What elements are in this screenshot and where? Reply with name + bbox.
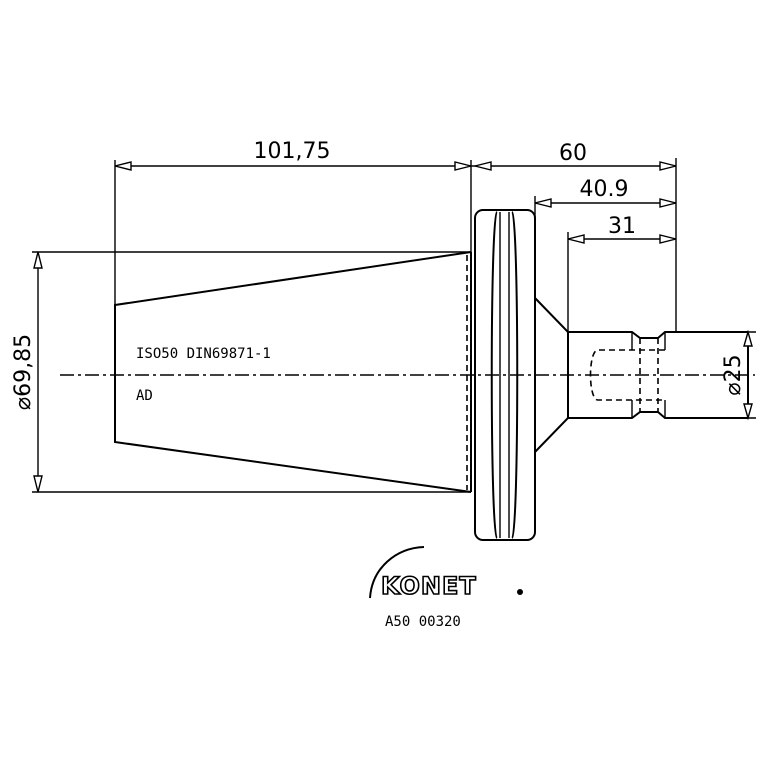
- dimension-lines: [33, 161, 753, 493]
- dim-shank-diameter: ⌀25: [721, 354, 746, 395]
- brand-logo: KONET: [369, 546, 523, 601]
- dim-overall-length: 60: [559, 141, 587, 166]
- part-number: A50 00320: [385, 614, 461, 630]
- logo-swoosh: [369, 546, 425, 599]
- variant-note: AD: [136, 388, 153, 404]
- brand-name: KONET: [381, 572, 477, 600]
- dim-flange-to-end: 40.9: [580, 177, 629, 202]
- logo-dot: [517, 589, 523, 595]
- flange: [474, 209, 536, 541]
- extension-lines: [32, 158, 756, 493]
- internal-bore: [589, 349, 665, 401]
- neck-cone: [534, 297, 569, 453]
- taper-cone: [114, 251, 472, 493]
- dim-taper-length: 101,75: [254, 139, 331, 164]
- standard-note: ISO50 DIN69871-1: [136, 346, 271, 362]
- dim-flange-diameter: ⌀69,85: [11, 334, 36, 410]
- dim-shank-length: 31: [608, 214, 636, 239]
